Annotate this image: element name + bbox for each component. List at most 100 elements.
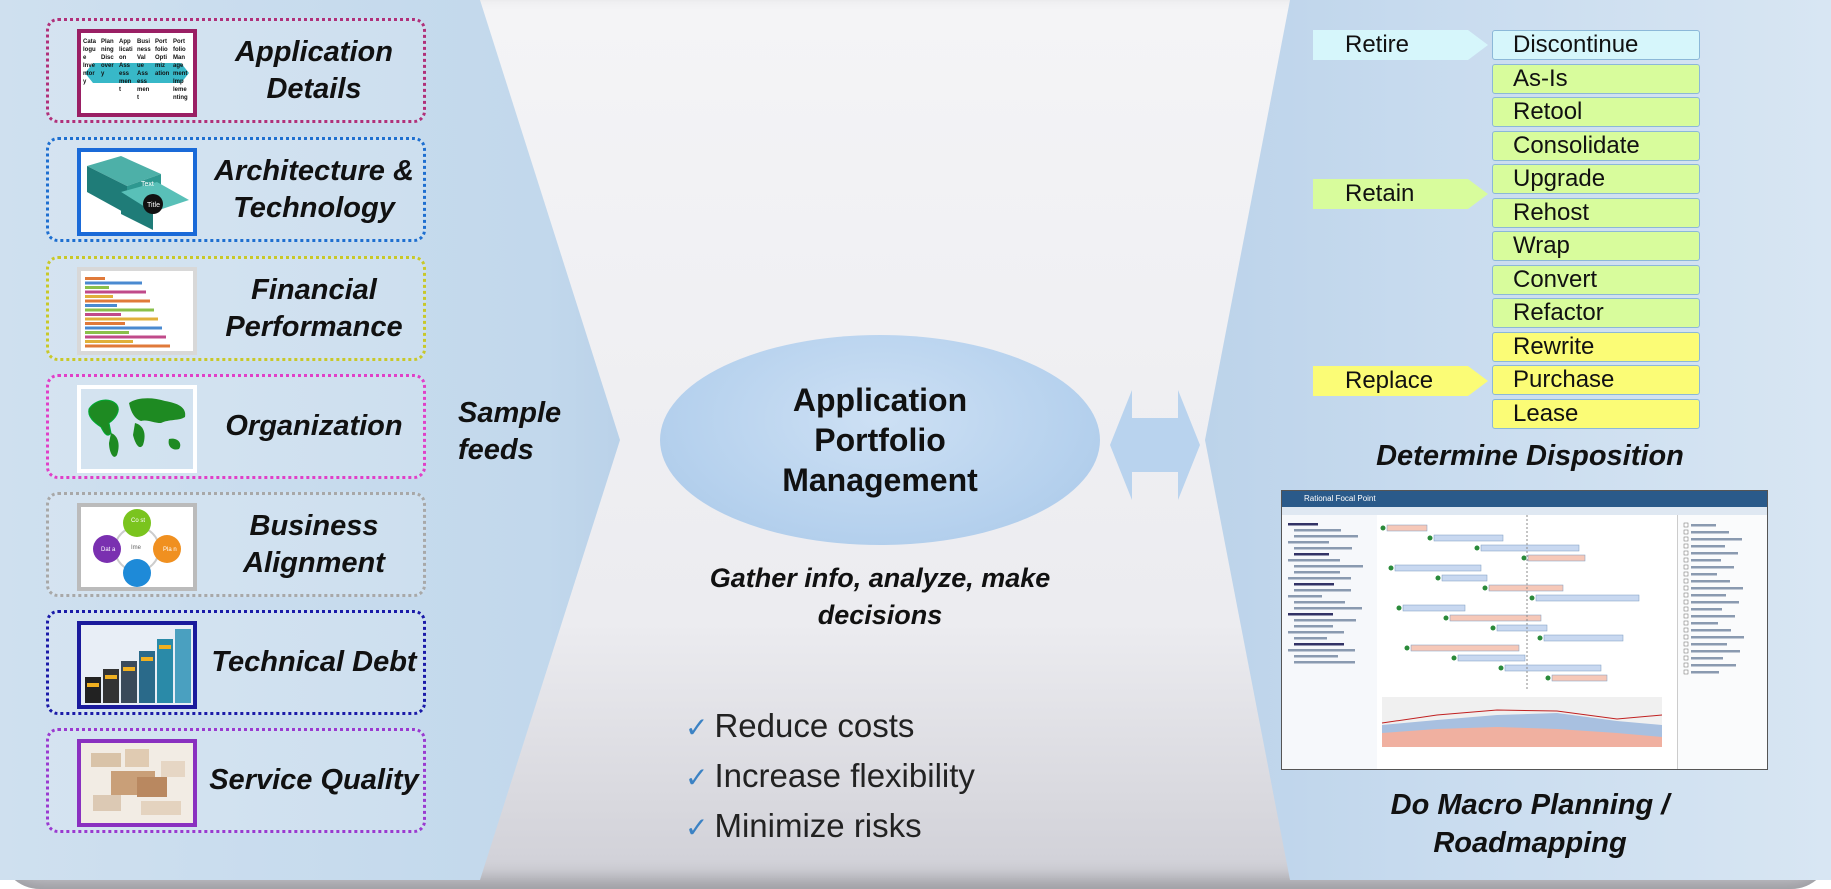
gantt-bar — [1457, 654, 1526, 662]
thumb-bar — [85, 281, 142, 285]
process-flow-icon: CatalogueInventoryPlanningDiscoveryAppli… — [83, 39, 189, 101]
benefit-item: ✓Minimize risks — [685, 802, 975, 852]
thumb-text: Pla n — [163, 547, 177, 553]
thumb-bar — [85, 313, 121, 316]
area-series — [1382, 727, 1662, 747]
gantt-marker — [1521, 555, 1527, 561]
filter-label-line — [1691, 629, 1731, 632]
macro-planning-title: Do Macro Planning / Roadmapping — [1390, 789, 1670, 859]
filter-label-line — [1691, 545, 1725, 548]
disposition-option: Wrap — [1492, 231, 1700, 261]
sidebar-line — [1288, 613, 1333, 616]
area-line — [1381, 709, 1663, 724]
thumb-bar — [85, 290, 146, 294]
disposition-option: Refactor — [1492, 298, 1700, 328]
gantt-bar — [1551, 674, 1608, 682]
gantt-marker — [1404, 645, 1410, 651]
filter-label-line — [1691, 643, 1727, 646]
filter-label-line — [1691, 601, 1739, 604]
gantt-bar — [1410, 644, 1520, 652]
filter-checkbox — [1683, 571, 1689, 577]
gantt-marker — [1435, 575, 1441, 581]
filter-label-line — [1691, 573, 1717, 576]
filter-checkbox — [1683, 599, 1689, 605]
roadmap-screenshot: Rational Focal Point — [1281, 490, 1768, 770]
thumb-text: men — [137, 87, 150, 93]
thumb-text: Cata — [83, 39, 97, 45]
technical-debt-icon — [81, 625, 193, 705]
feed-financial-performance: Financial Performance — [46, 256, 426, 361]
thumb-bar — [85, 340, 133, 343]
thumb-text: y — [101, 71, 105, 77]
sidebar-line — [1294, 547, 1352, 550]
thumb-text: ness — [137, 47, 151, 53]
cycle-diagram-thumbnail: Co st Pla n Dat a Ime — [77, 503, 197, 591]
filter-label-line — [1691, 594, 1726, 597]
thumb-text: Co st — [131, 518, 145, 524]
sidebar-line — [1294, 529, 1341, 532]
thumb-text: men — [119, 79, 132, 85]
thumb-text: age — [173, 63, 184, 69]
sidebar-line — [1294, 589, 1351, 592]
filter-label-line — [1691, 615, 1735, 618]
sidebar-line — [1294, 607, 1362, 610]
sidebar-line — [1288, 577, 1351, 580]
checkmark-icon: ✓ — [685, 712, 709, 743]
category-replace: Replace — [1313, 366, 1488, 396]
category-retire: Retire — [1313, 30, 1488, 60]
filter-label-line — [1691, 636, 1744, 639]
financial-bars-icon — [85, 277, 170, 348]
filter-label-line — [1691, 622, 1718, 625]
sidebar-line — [1294, 553, 1329, 556]
thumb-text: ation — [155, 71, 170, 77]
thumb-text: Disc — [101, 55, 114, 61]
filter-checkbox — [1683, 543, 1689, 549]
thumb-text: ue — [137, 63, 145, 69]
feed-label: Financial Performance — [225, 273, 403, 343]
thumb-text: Port — [173, 39, 185, 45]
thumb-text: Val — [137, 55, 146, 61]
gantt-bar — [1433, 534, 1504, 542]
gantt-marker — [1388, 565, 1394, 571]
sidebar-line — [1294, 655, 1338, 658]
sidebar-line — [1294, 601, 1345, 604]
gantt-marker — [1396, 605, 1402, 611]
filter-checkbox — [1683, 669, 1689, 675]
feed-architecture-technology: Text Title Architecture & Technology — [46, 137, 426, 242]
thumb-bar — [85, 322, 125, 325]
filter-checkbox — [1683, 641, 1689, 647]
filter-label-line — [1691, 650, 1740, 653]
filter-checkbox — [1683, 662, 1689, 668]
gantt-bar — [1535, 594, 1640, 602]
thumb-text: ment — [173, 71, 187, 77]
thumb-text: nting — [173, 95, 188, 101]
thumb-text: Ass — [137, 71, 149, 77]
filter-checkbox — [1683, 578, 1689, 584]
filter-checkbox — [1683, 648, 1689, 654]
feed-label: Architecture & Technology — [214, 154, 414, 224]
thumb-text: ntor — [83, 71, 95, 77]
gantt-bar — [1527, 554, 1586, 562]
thumb-text: t — [119, 87, 121, 93]
thumb-text: Ime — [131, 545, 142, 551]
app-titlebar: Rational Focal Point — [1282, 491, 1767, 507]
sidebar-line — [1294, 619, 1356, 622]
thumb-text: Opti — [155, 55, 167, 61]
gantt-bar — [1386, 524, 1428, 532]
thumb-text: ning — [101, 47, 114, 53]
3d-block-diagram-thumbnail: Text Title — [77, 148, 197, 236]
feed-business-alignment: Co st Pla n Dat a Ime Business Alignment — [46, 492, 426, 597]
gantt-marker — [1482, 585, 1488, 591]
thumb-bar — [85, 299, 150, 303]
benefit-label: Minimize risks — [714, 807, 922, 844]
disposition-option: Convert — [1492, 264, 1700, 295]
thumb-text: Text — [141, 181, 154, 188]
thumb-text: Plan — [101, 39, 114, 45]
filter-label-line — [1691, 580, 1730, 583]
feed-label: Service Quality — [209, 764, 419, 796]
filter-checkbox — [1683, 655, 1689, 661]
feed-label: Organization — [225, 410, 403, 442]
service-quality-icon — [81, 743, 193, 823]
disposition-option: Consolidate — [1492, 130, 1700, 161]
filter-label-line — [1691, 538, 1742, 541]
